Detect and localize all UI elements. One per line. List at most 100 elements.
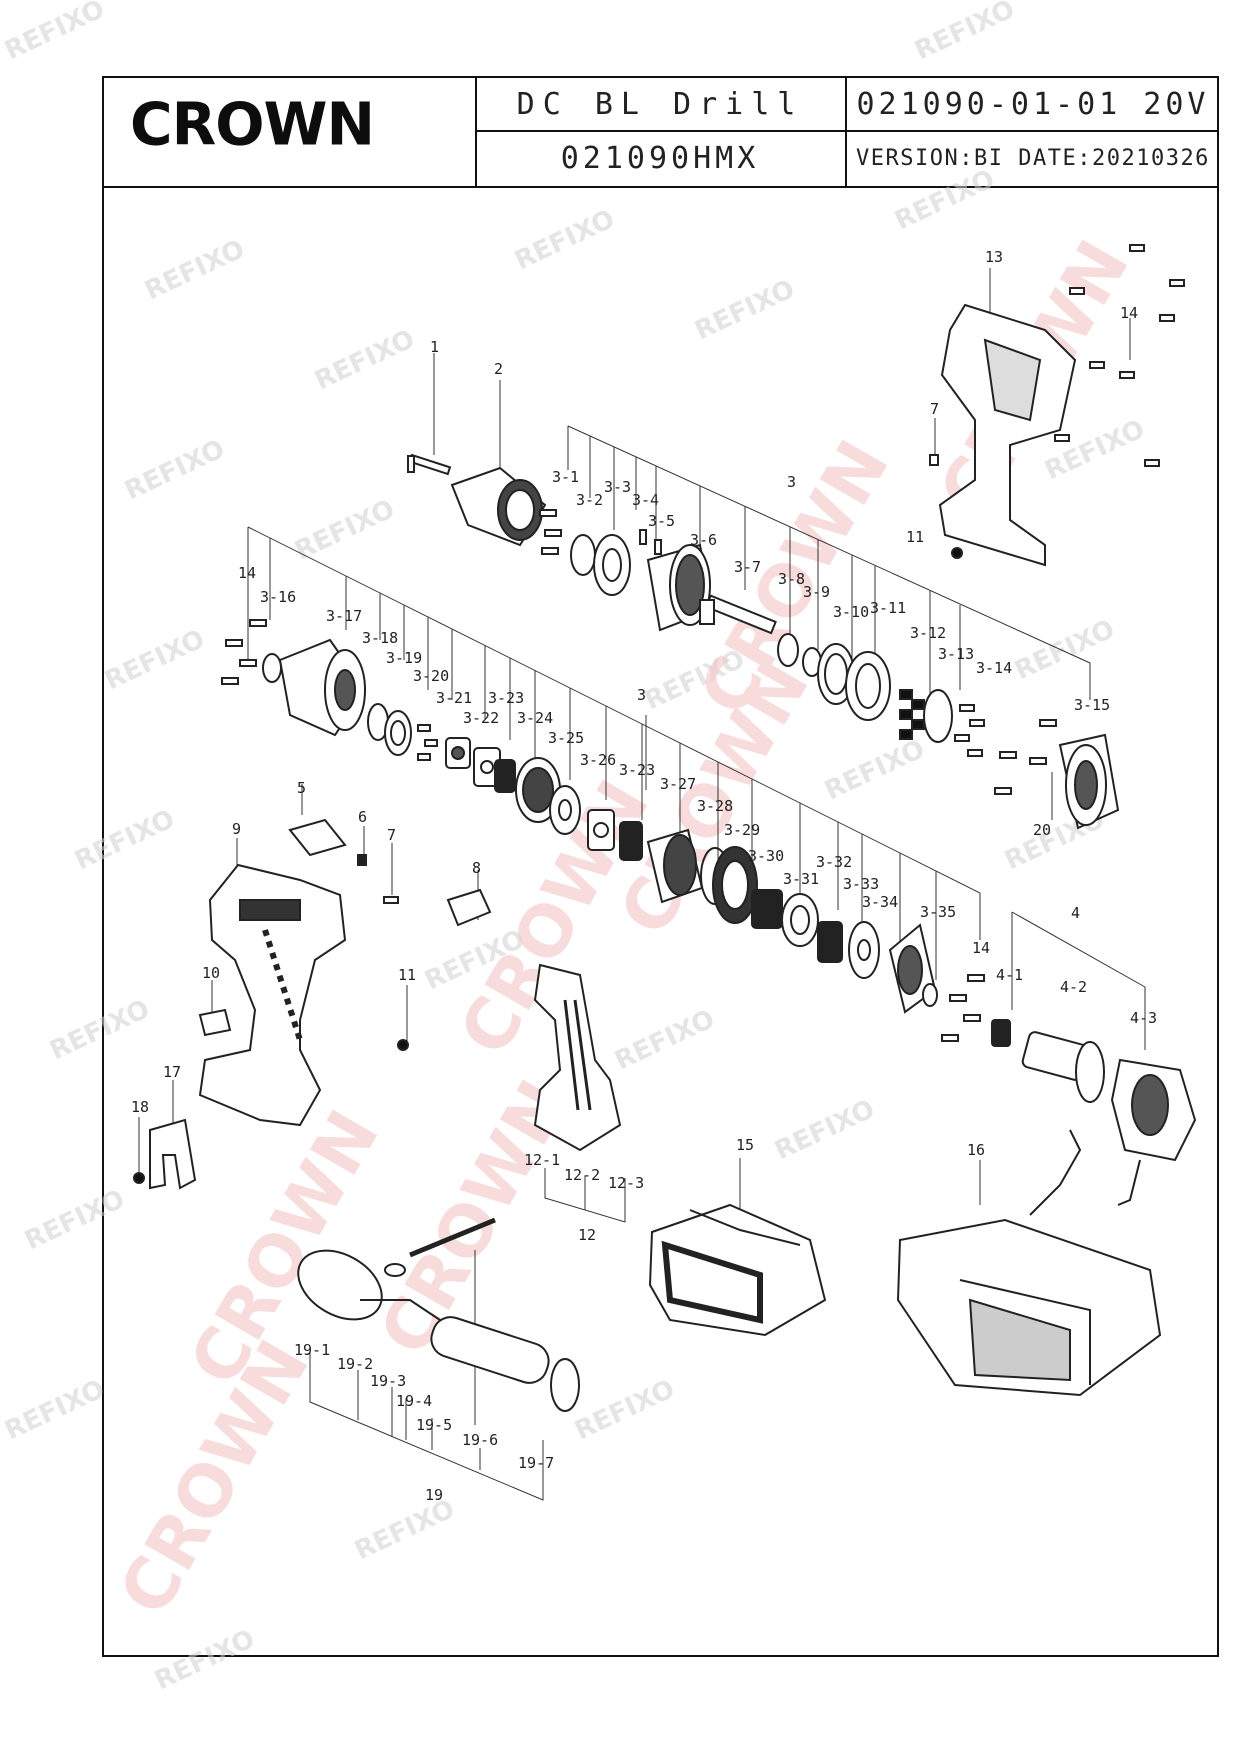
part-label: 14 — [1120, 304, 1138, 322]
brand-logo: CROWN — [130, 89, 375, 159]
small-pins-icon — [954, 704, 985, 757]
planet-carrier-icon — [587, 809, 615, 851]
watermark-text: REFIXO — [290, 494, 399, 566]
gearbox-housing-icon — [278, 638, 367, 737]
part-label: 19-6 — [462, 1431, 498, 1449]
model-number: 021090HMX — [475, 132, 847, 186]
gear-icon — [817, 921, 843, 963]
left-housing-half-icon — [198, 863, 347, 1127]
housing-screws-icon — [929, 244, 1185, 467]
part-label: 3-24 — [517, 709, 553, 727]
part-label: 3-31 — [783, 870, 819, 888]
part-label: 3-3 — [604, 478, 631, 496]
watermark-text: REFIXO — [690, 274, 799, 346]
part-label: 3-8 — [778, 570, 805, 588]
part-label: 3-25 — [548, 729, 584, 747]
part-label: 12-2 — [564, 1166, 600, 1184]
part-label: 12-1 — [524, 1151, 560, 1169]
watermark-text: REFIXO — [310, 324, 419, 396]
watermark-text: REFIXO — [910, 0, 1019, 66]
part-label: 3-35 — [920, 903, 956, 921]
watermark-text: REFIXO — [510, 204, 619, 276]
watermark-text: REFIXO — [120, 434, 229, 506]
watermark-text: REFIXO — [70, 804, 179, 876]
part-label: 16 — [967, 1141, 985, 1159]
part-label: 3-28 — [697, 797, 733, 815]
part-label: 19-7 — [518, 1454, 554, 1472]
small-pins-icon — [417, 724, 438, 761]
washer-icon — [570, 534, 596, 576]
part-label: 3-9 — [803, 583, 830, 601]
pin-icon — [383, 896, 399, 904]
part-label: 3-14 — [976, 659, 1012, 677]
product-name: DC BL Drill — [475, 78, 847, 132]
ring-icon — [923, 689, 953, 743]
part-label: 3-21 — [436, 689, 472, 707]
part-label: 3-13 — [938, 645, 974, 663]
part-label: 12 — [578, 1226, 596, 1244]
part-label: 3-33 — [843, 875, 879, 893]
version-date: VERSION:BI DATE:20210326 — [856, 146, 1210, 171]
part-label: 19 — [425, 1486, 443, 1504]
part-label: 7 — [930, 400, 939, 418]
watermark-text: REFIXO — [1010, 614, 1119, 686]
ring-gear-housing-icon — [646, 543, 714, 632]
switch-module-icon — [533, 963, 622, 1152]
right-housing-half-icon — [938, 303, 1077, 567]
part-label: 19-5 — [416, 1416, 452, 1434]
part-label: 4-3 — [1130, 1009, 1157, 1027]
small-ball-icon — [951, 547, 963, 559]
part-label: 11 — [398, 966, 416, 984]
part-label: 19-4 — [396, 1392, 432, 1410]
part-label: 12-3 — [608, 1174, 644, 1192]
watermark-text: REFIXO — [45, 994, 154, 1066]
direction-switch-icon — [446, 888, 492, 927]
motor-screws-icon — [941, 974, 985, 1042]
part-label: 4 — [1071, 904, 1080, 922]
watermark-text: REFIXO — [570, 1374, 679, 1446]
part-label: 3-23 — [488, 689, 524, 707]
sun-gear-icon — [494, 759, 516, 793]
part-label: 3-18 — [362, 629, 398, 647]
part-label: 3-2 — [576, 491, 603, 509]
part-label: 3-32 — [816, 853, 852, 871]
part-label: 6 — [358, 808, 367, 826]
rotor-icon — [1021, 1031, 1105, 1103]
part-label: 3-5 — [648, 512, 675, 530]
part-label: 3-29 — [724, 821, 760, 839]
part-label: 3 — [787, 473, 796, 491]
part-label: 17 — [163, 1063, 181, 1081]
watermark-text: REFIXO — [140, 234, 249, 306]
logo-cell: CROWN — [104, 78, 477, 186]
spindle-icon — [699, 594, 777, 635]
watermark-text: REFIXO — [820, 734, 929, 806]
part-label: 5 — [297, 779, 306, 797]
part-label: 3-1 — [552, 468, 579, 486]
part-label: 11 — [906, 528, 924, 546]
part-label: 10 — [202, 964, 220, 982]
part-label: 18 — [131, 1098, 149, 1116]
part-label: 3-23 — [619, 761, 655, 779]
watermark-text: REFIXO — [350, 1494, 459, 1566]
part-label: 8 — [472, 859, 481, 877]
part-label: 3-22 — [463, 709, 499, 727]
part-label: 3-19 — [386, 649, 422, 667]
part-label: 19-2 — [337, 1355, 373, 1373]
part-label: 19-1 — [294, 1341, 330, 1359]
part-label: 3-30 — [748, 847, 784, 865]
part-label: 4-2 — [1060, 978, 1087, 996]
part-label: 3-11 — [870, 599, 906, 617]
part-label: 1 — [430, 338, 439, 356]
small-pins-icon — [539, 509, 662, 555]
belt-hook-icon — [198, 1008, 232, 1037]
part-label: 3-7 — [734, 558, 761, 576]
ring-icon — [922, 983, 938, 1007]
stator-icon — [1110, 1058, 1197, 1206]
watermark-text: REFIXO — [770, 1094, 879, 1166]
clutch-cap-icon — [1058, 733, 1120, 830]
title-block: CROWN DC BL Drill 021090-01-01 20V 02109… — [104, 78, 1219, 188]
part-label: 3-26 — [580, 751, 616, 769]
watermark-text: REFIXO — [0, 1374, 109, 1446]
screws-icon — [994, 719, 1057, 795]
